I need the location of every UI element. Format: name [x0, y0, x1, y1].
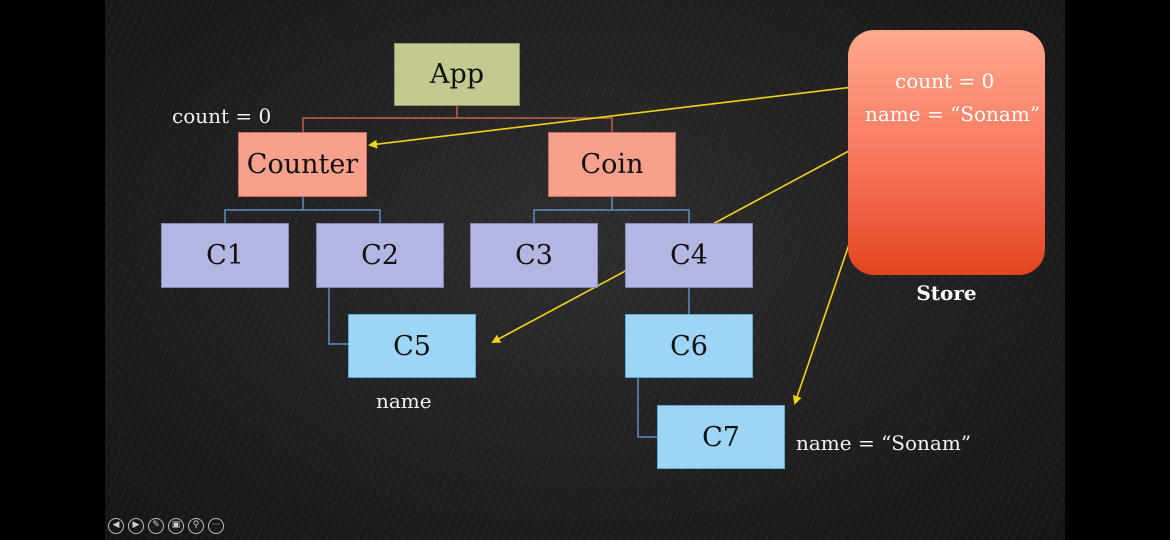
- connector-counter-children: [224, 197, 381, 223]
- label-c5-prop: name: [376, 389, 432, 413]
- node-c2: C2: [316, 223, 444, 288]
- slides-icon[interactable]: ▣: [168, 518, 184, 534]
- connector-c6-c7: [637, 378, 657, 438]
- slideshow-controls: ◀ ▶ ✎ ▣ ⚲ ⋯: [108, 518, 224, 534]
- previous-icon[interactable]: ◀: [108, 518, 124, 534]
- store-box: count = 0 name = “Sonam”: [848, 30, 1045, 275]
- connector-coin-children: [533, 197, 690, 223]
- node-app: App: [394, 43, 520, 106]
- node-c5: C5: [348, 314, 476, 378]
- more-icon[interactable]: ⋯: [208, 518, 224, 534]
- store-count: count = 0: [895, 69, 995, 93]
- node-c1: C1: [161, 223, 289, 288]
- next-icon[interactable]: ▶: [128, 518, 144, 534]
- arrow-count-to-counter: [368, 81, 896, 149]
- node-c4: C4: [625, 223, 753, 288]
- node-c7: C7: [657, 405, 785, 469]
- label-counter-state: count = 0: [172, 104, 272, 128]
- node-c3: C3: [470, 223, 598, 288]
- connector-app-children: [302, 106, 613, 132]
- connector-c2-c5: [328, 288, 348, 345]
- label-c7-prop: name = “Sonam”: [796, 431, 972, 455]
- slide: App count = 0 Counter Coin C1 C2 C3 C4 C…: [105, 0, 1065, 540]
- zoom-icon[interactable]: ⚲: [188, 518, 204, 534]
- store-name: name = “Sonam”: [865, 102, 1041, 126]
- pen-icon[interactable]: ✎: [148, 518, 164, 534]
- node-c6: C6: [625, 314, 753, 378]
- store-title: Store: [916, 281, 977, 305]
- node-coin: Coin: [548, 132, 676, 197]
- node-counter: Counter: [238, 132, 367, 197]
